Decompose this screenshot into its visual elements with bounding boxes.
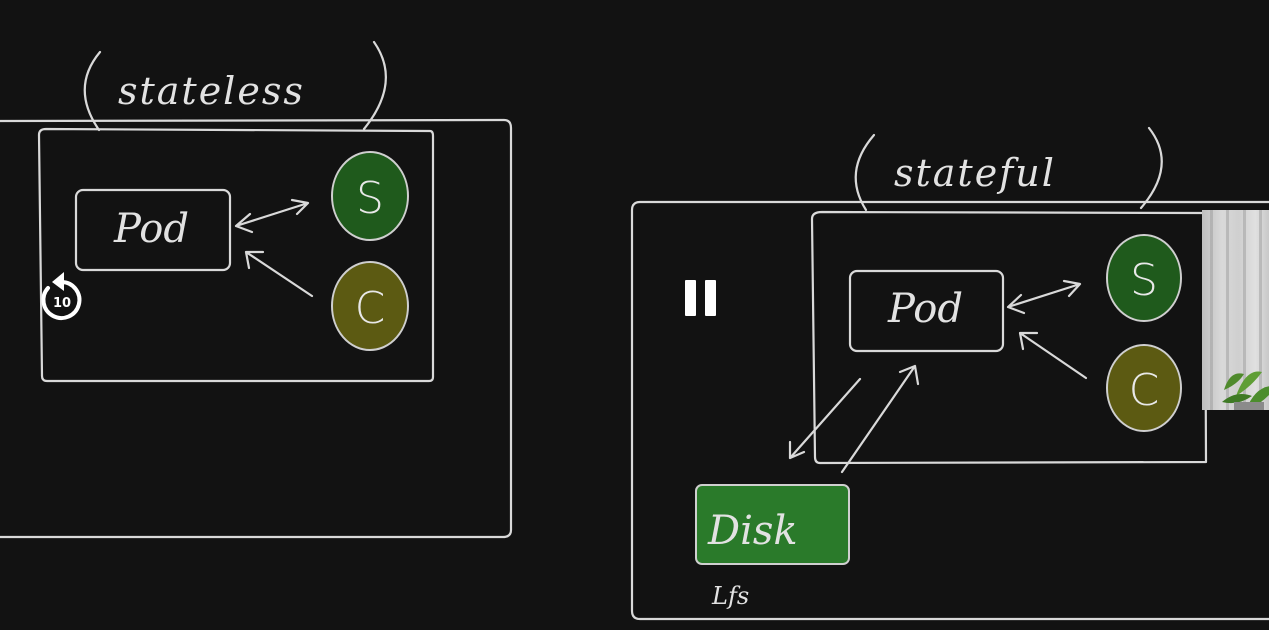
left-c-circle xyxy=(331,261,409,351)
disk-caption: Lfs xyxy=(711,582,749,610)
left-paren-close xyxy=(362,40,387,131)
right-outer-frame xyxy=(630,200,1269,621)
right-c-pod-arrow xyxy=(1018,331,1088,380)
right-pod-label: Pod xyxy=(887,286,963,332)
left-c-pod-arrow xyxy=(244,250,314,298)
left-outer-frame xyxy=(0,118,513,539)
webcam-overlay xyxy=(1202,210,1269,410)
right-pod-box xyxy=(848,269,1005,353)
plant-icon xyxy=(1222,371,1269,410)
disk-label: Disk xyxy=(707,508,798,554)
stateless-annotation: stateless xyxy=(118,69,305,113)
right-pod-s-arrow xyxy=(1006,279,1082,315)
right-paren-close xyxy=(1139,126,1163,210)
right-inner-frame xyxy=(810,210,1208,465)
right-c-label: C xyxy=(1129,365,1160,416)
replay-seconds-label: 10 xyxy=(53,296,71,311)
left-s-circle xyxy=(331,151,409,241)
pod-to-disk-arrow xyxy=(788,377,862,460)
left-pod-s-arrow xyxy=(234,198,310,234)
right-s-label: S xyxy=(1130,255,1158,306)
stateless-diagram: stateless Pod S C xyxy=(0,40,513,539)
stateful-diagram: stateful Pod S C Disk Lfs xyxy=(630,126,1269,621)
curtain-fold xyxy=(1259,210,1262,410)
stateful-annotation: stateful xyxy=(894,151,1056,195)
right-c-circle xyxy=(1106,344,1182,432)
left-c-label: C xyxy=(355,283,386,334)
right-paren-open xyxy=(854,133,876,212)
pause-icon xyxy=(685,280,696,316)
replay-10-button[interactable]: 10 xyxy=(40,268,86,324)
right-s-circle xyxy=(1106,234,1182,322)
left-s-label: S xyxy=(356,173,384,224)
disk-box xyxy=(695,484,850,565)
left-paren-open xyxy=(83,50,102,132)
left-pod-label: Pod xyxy=(113,206,189,252)
left-inner-frame xyxy=(37,127,435,383)
pause-button[interactable] xyxy=(678,276,724,322)
pause-icon xyxy=(705,280,716,316)
curtain-fold xyxy=(1210,210,1213,410)
disk-to-pod-arrow xyxy=(840,364,920,474)
replay-10-icon: 10 xyxy=(41,272,82,320)
curtain-fold xyxy=(1226,210,1229,410)
curtain-fold xyxy=(1243,210,1246,410)
left-pod-box xyxy=(74,188,232,272)
